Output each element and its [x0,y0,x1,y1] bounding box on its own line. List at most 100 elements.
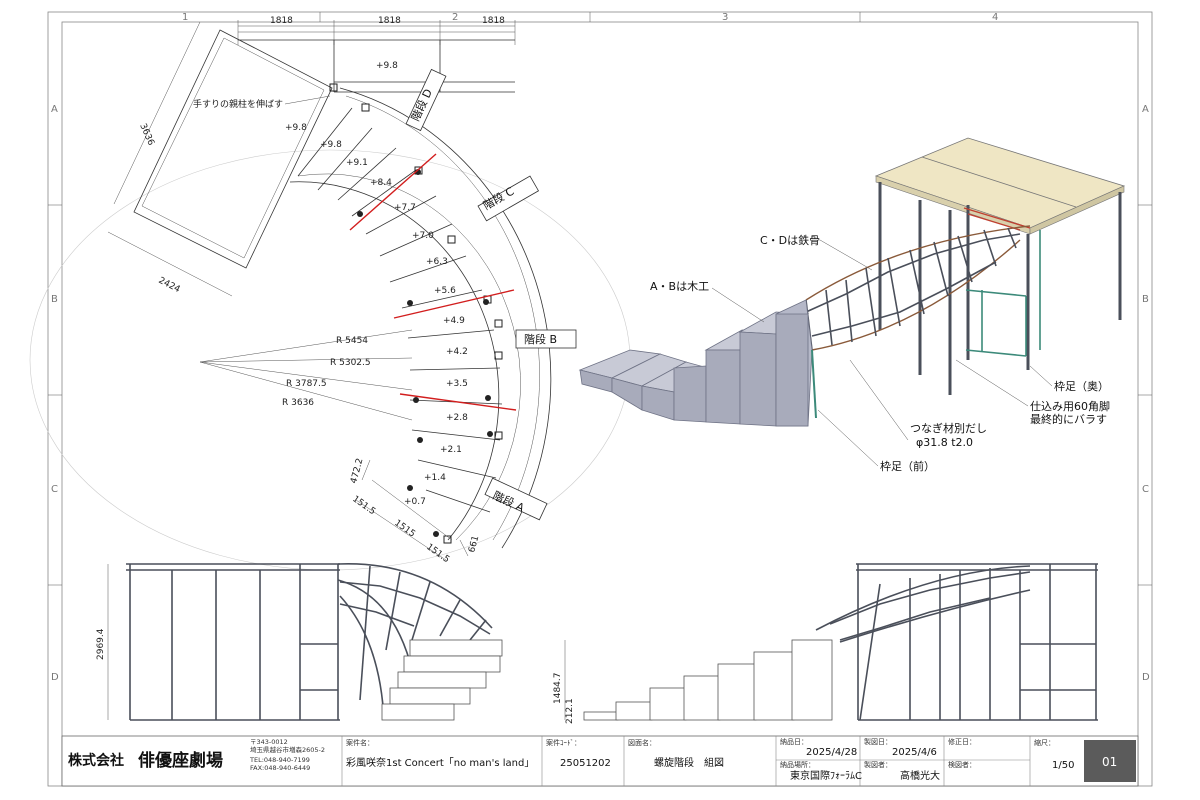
callout-leg60-leader [955,359,1029,407]
svg-text:+5.6: +5.6 [434,286,456,296]
red-brace [963,207,1031,231]
left-elev-spiral-frame [337,562,493,721]
grid-col-1: 1 [182,12,188,23]
scale-label: 縮尺： [1034,738,1055,747]
delivery-date-label: 納品日： [780,737,808,746]
bottom-dimension-lines [355,459,469,561]
steel-stair-frame [805,225,1031,351]
svg-text:+4.2: +4.2 [446,347,468,357]
grid-row-labels: A B C D A B C D [51,104,1150,683]
stair-tread-lines [297,107,503,513]
grid-row-a-left: A [51,104,58,115]
sheet-number-badge [1084,740,1136,782]
landing-height-left: +9.8 [285,123,307,133]
delivery-date-value: 2025/4/28 [806,747,857,758]
callout-ab-leader [711,287,765,323]
grid-row-d-right: D [1142,672,1150,683]
svg-text:+4.9: +4.9 [443,316,465,326]
drafter-value: 高橋光大 [900,769,940,782]
dim-2424-line [107,231,233,297]
plan-view: 1818 1818 1818 +9.8 3636 2424 手すりの親柱を伸ばす… [29,16,631,571]
platform-deck [874,137,1126,229]
front-green-leg [811,349,817,419]
cut-line-ab [399,393,517,411]
code-label: 案件ｺｰﾄﾞ： [546,738,581,747]
grid-row-b-left: B [51,294,58,305]
callout-front-leg-leader [817,409,879,467]
callout-front-leg: 枠足（前） [880,459,935,473]
bottom-dim-3: 1515 [392,518,416,539]
bottom-dim-4: 151.5 [424,542,451,565]
outer-frame [47,11,1153,787]
stair-label-a: 階段 A [484,477,548,521]
deck-seam [921,156,1077,208]
deck-side-edge [1029,185,1125,235]
stair-outer-arc-2 [345,95,540,541]
grid-col-2: 2 [452,12,458,23]
svg-text:+3.5: +3.5 [446,379,468,389]
drawing-label: 図面名： [628,738,656,747]
radius-leaders [199,329,413,421]
callout-cd-leader [819,239,873,271]
grid-row-c-left: C [51,484,58,495]
left-elevation: 2969.4 [96,562,503,721]
dim-3636: 3636 [137,122,156,147]
dim-2424: 2424 [157,276,182,295]
tilted-landing [133,29,333,269]
steel-stringer-outer [805,225,1031,301]
sheet-number: 01 [1102,755,1117,769]
right-elev-spiral-frame [815,565,1031,721]
drawing-value: 螺旋階段 組図 [654,756,724,769]
radius-3: R 3787.5 [286,379,327,389]
revised-label: 修正日： [948,737,976,746]
callout-brace-1: つなぎ材別だし [910,421,987,435]
radius-4: R 3636 [282,398,314,408]
callout-ab-wood: A・Bは木工 [650,280,709,293]
wooden-steps [578,299,813,427]
grid-row-b-right: B [1142,294,1149,305]
project-label: 案件名： [346,738,374,747]
grid-col-3: 3 [722,12,728,23]
cut-line-cd [349,153,437,231]
inner-frame [61,21,1139,787]
isometric-view: C・Dは鉄骨 A・Bは木工 枠足（奥） 仕込み用60角脚 最終的にバラす つなぎ… [578,137,1126,473]
company-name: 俳優座劇場 [138,750,223,771]
bottom-dim-1: 472.2 [349,457,365,484]
stair-support-blocks [329,83,503,544]
svg-text:+6.3: +6.3 [426,257,448,267]
green-leg-frame [965,230,1041,357]
right-elev-height: 1484.7 [553,673,563,705]
grid-tick-marks [48,12,1152,586]
top-dim-3: 1818 [482,16,505,26]
stair-inner-arc-2 [297,173,521,541]
project-value: 彩風咲奈1st Concert「no man's land」 [346,756,534,769]
title-block: 株式会社 俳優座劇場 〒343-0012 埼玉県越谷市増森2605-2 TEL:… [61,735,1139,787]
svg-text:+8.4: +8.4 [370,178,392,188]
svg-text:+0.7: +0.7 [404,497,426,507]
grid-row-c-right: C [1142,484,1149,495]
callout-brace-leader [849,359,909,441]
left-elev-steps [381,639,503,721]
radius-2: R 5302.5 [330,358,371,368]
callout-back-leg: 枠足（奥） [1054,379,1109,393]
right-elev-low: 212.1 [565,698,575,724]
grid-row-a-right: A [1142,104,1149,115]
callout-brace-2: φ31.8 t2.0 [916,436,973,449]
svg-text:+7.0: +7.0 [412,231,434,241]
delivery-place-value: 東京国際ﾌｫｰﾗﾑC [790,769,862,782]
dim-3636-line [113,21,201,205]
curved-stair [289,83,552,549]
bottom-dim-5: 661 [467,535,481,554]
stair-label-b: 階段 B [515,329,577,349]
company-prefix: 株式会社 [68,752,124,769]
handrail-note-leader [284,95,331,105]
callout-back-leg-leader [1029,365,1053,387]
callout-leg60-1: 仕込み用60角脚 [1030,399,1110,413]
right-elev-steps [583,639,833,721]
company-address: 埼玉県越谷市増森2605-2 [250,745,325,754]
top-dim-2: 1818 [378,16,401,26]
scale-value: 1/50 [1052,760,1074,771]
cut-line-bc [393,289,515,319]
company-zip: 〒343-0012 [250,738,288,746]
